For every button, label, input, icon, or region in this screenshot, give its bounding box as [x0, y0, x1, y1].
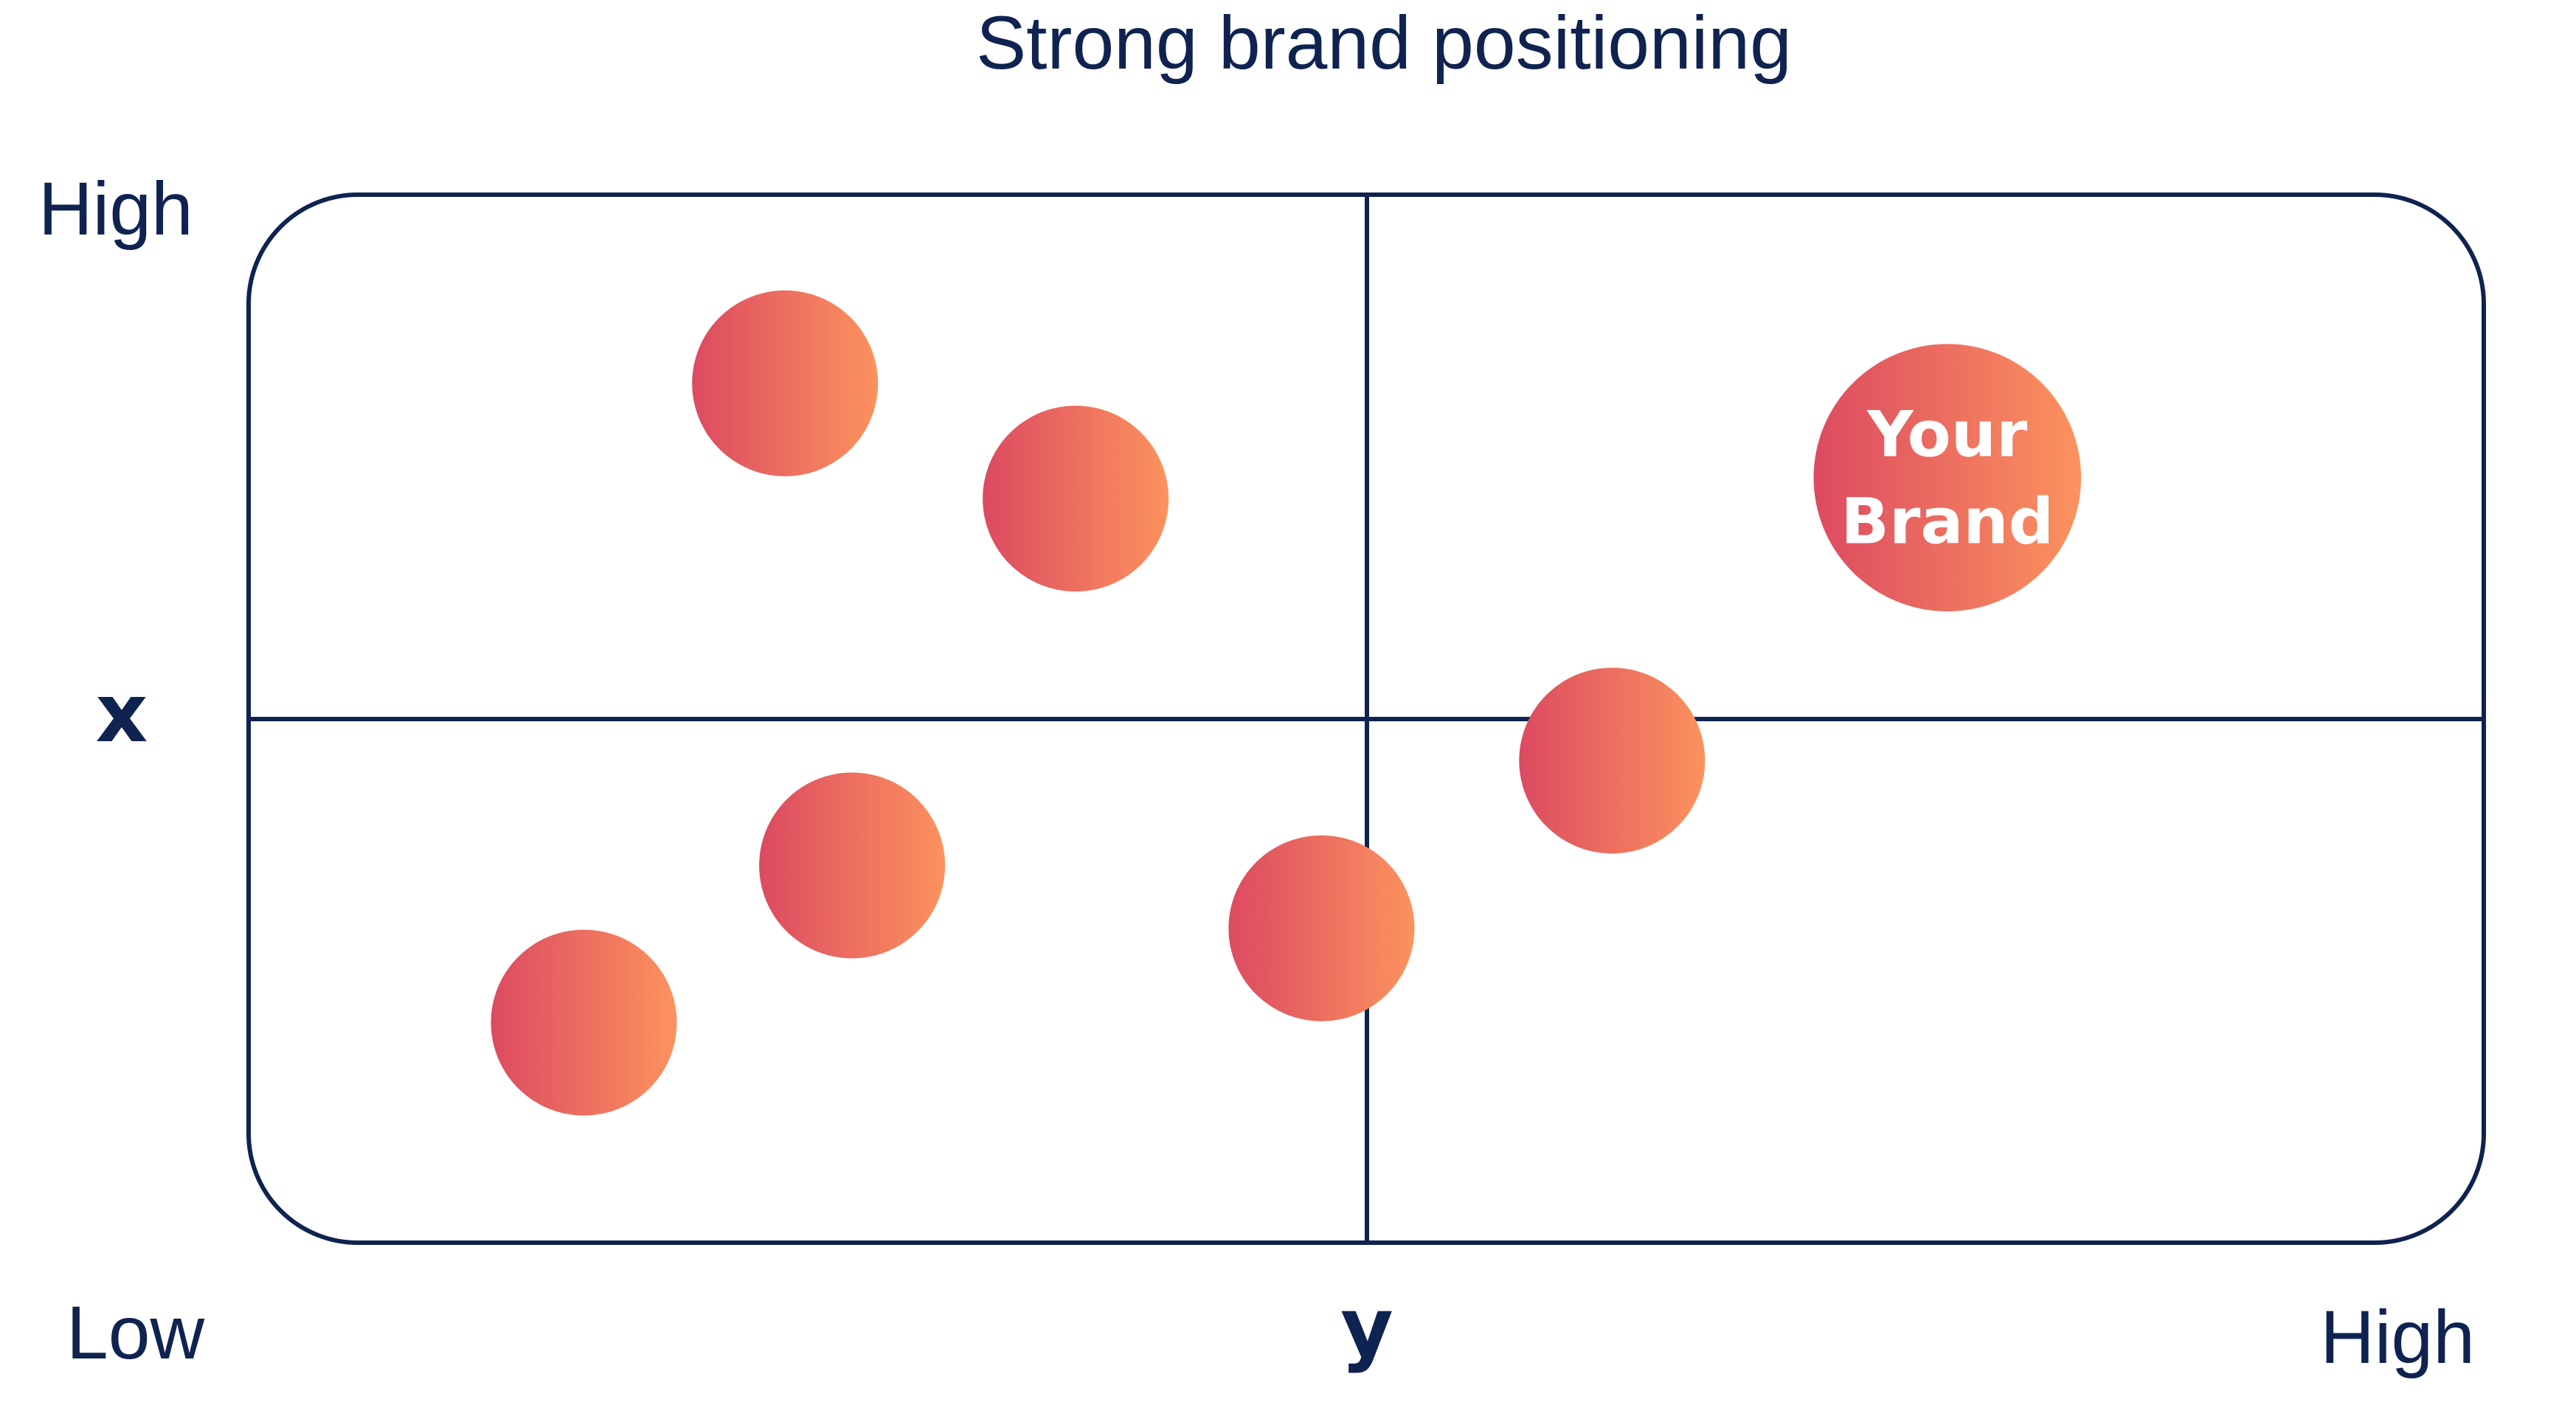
x-axis-high-label: High: [2320, 1295, 2475, 1379]
x-axis-label: y: [1340, 1280, 1393, 1375]
your-brand-bubble: [1813, 344, 2082, 611]
competitor-bubble-2: [983, 406, 1169, 592]
competitor-bubble-4: [491, 929, 677, 1116]
x-axis-low-label: Low: [66, 1291, 204, 1375]
competitor-bubble-5: [1228, 835, 1415, 1021]
your-brand-label-line-1: Your: [1866, 398, 2028, 472]
chart-title: Strong brand positioning: [976, 1, 1792, 85]
y-axis-high-label: High: [38, 167, 193, 251]
your-brand-label-line-2: Brand: [1841, 485, 2054, 559]
competitor-bubble-6: [1519, 667, 1706, 854]
competitor-bubble-3: [759, 772, 946, 959]
competitor-bubble-1: [692, 290, 879, 476]
y-axis-label: x: [96, 666, 148, 760]
